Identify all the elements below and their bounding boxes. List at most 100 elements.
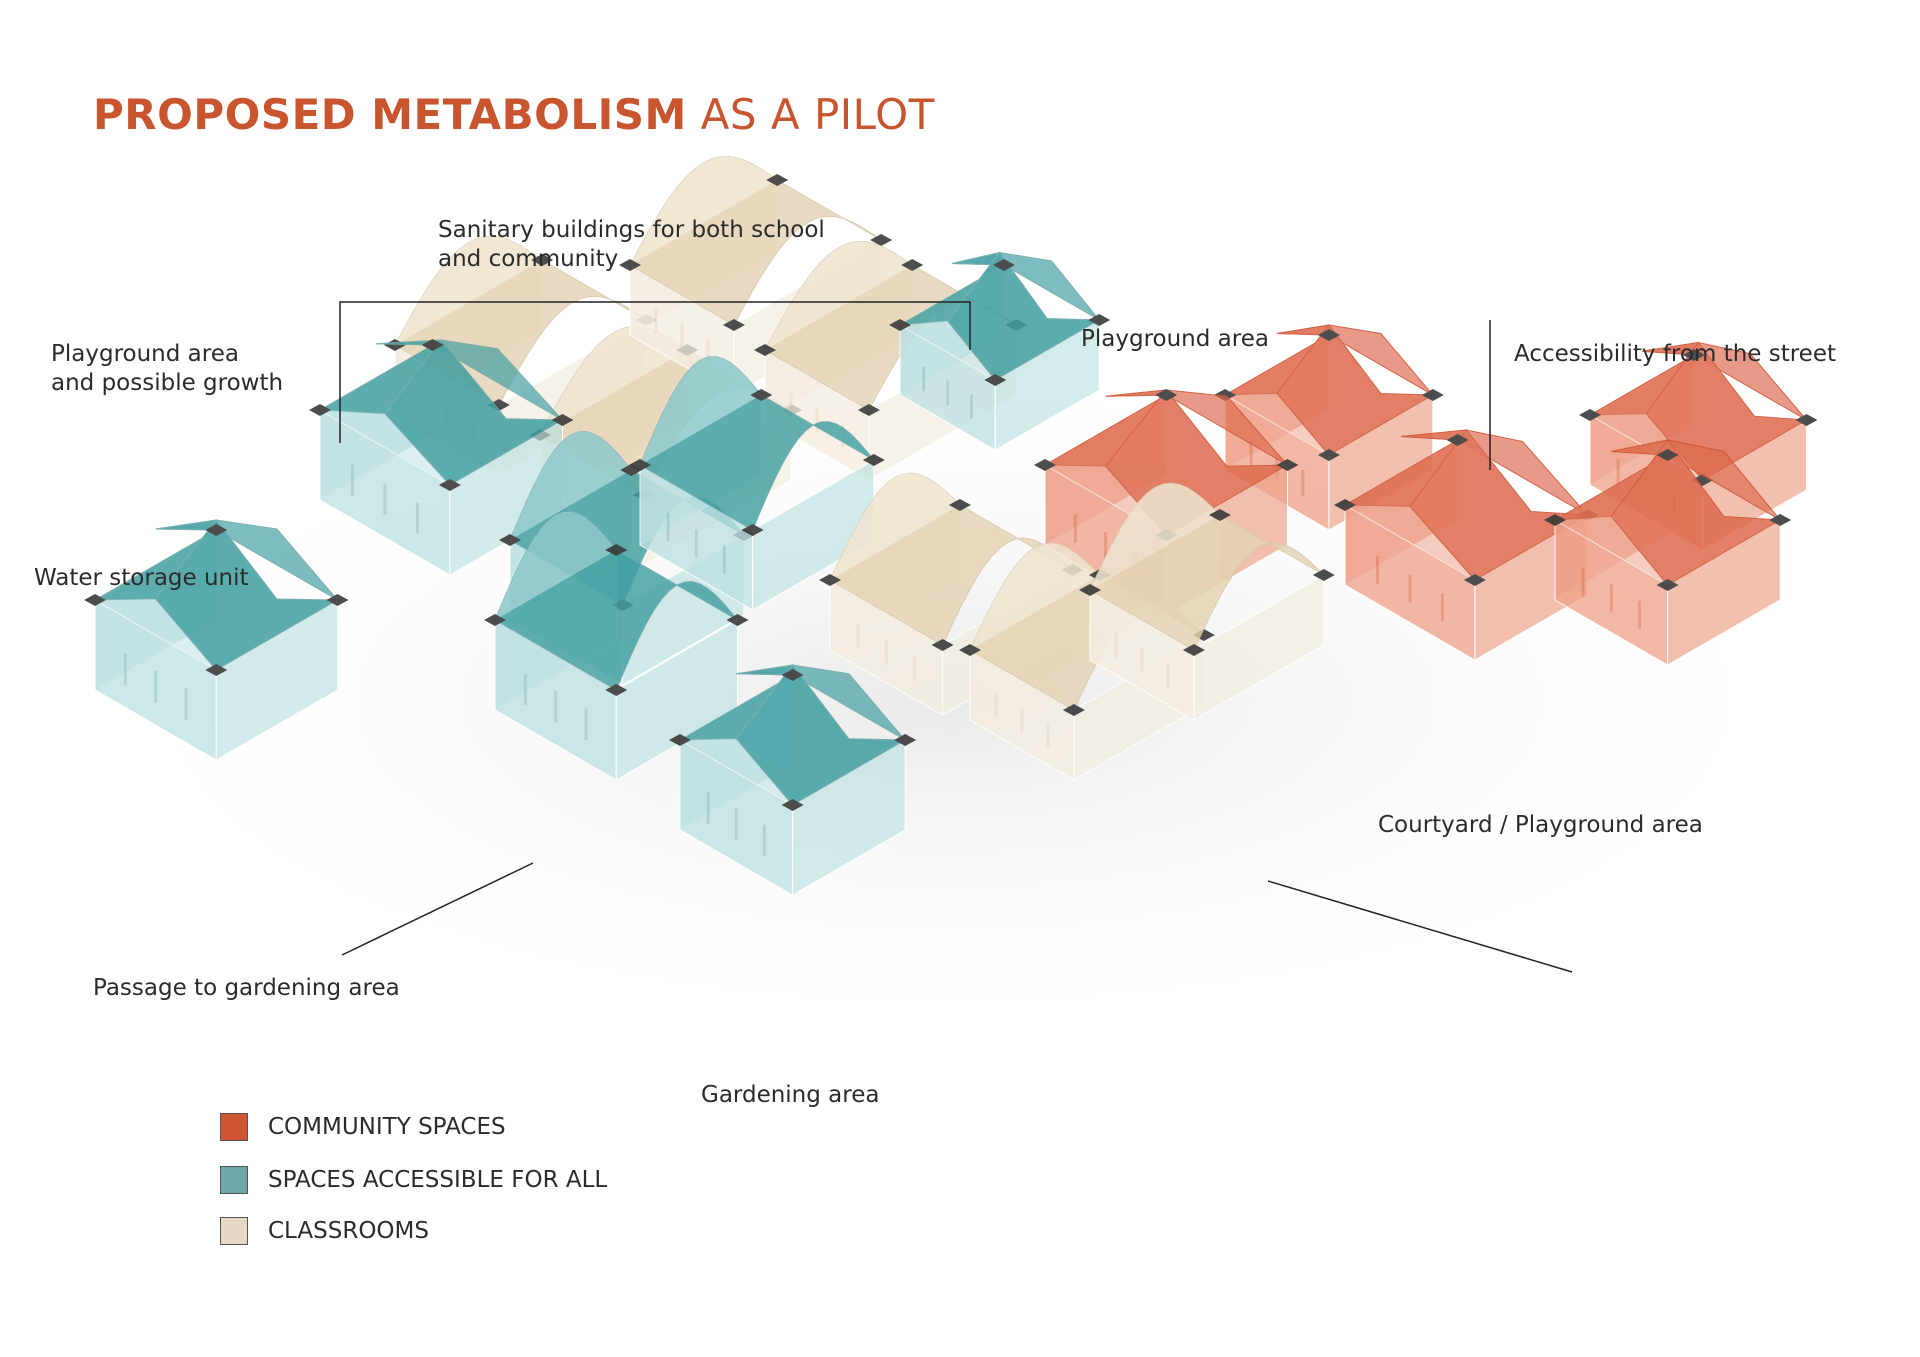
classroom-pillar-cap: [1192, 628, 1215, 642]
community-pillar-cap: [1769, 513, 1792, 527]
classroom-pillar-cap: [819, 573, 841, 587]
accessible-pillar-cap: [438, 478, 461, 492]
community-pillar-cap: [1421, 388, 1444, 402]
legend-label-accessible: SPACES ACCESSIBLE FOR ALL: [268, 1167, 608, 1193]
classroom-pillar-cap: [722, 318, 745, 332]
classroom-pillar-cap: [1062, 703, 1085, 717]
classroom-pillar-cap: [870, 233, 893, 247]
accessible-pillar-cap: [629, 458, 651, 472]
legend-item-accessible: SPACES ACCESSIBLE FOR ALL: [220, 1166, 700, 1196]
label-sanitary-buildings: Sanitary buildings for both school and c…: [438, 217, 825, 272]
community-pillar-cap: [1795, 413, 1818, 427]
passage-leader-line: [341, 862, 534, 956]
community-pillar-cap: [1579, 408, 1601, 422]
community-pillar-cap: [1334, 498, 1356, 512]
accessible-dome-right: [154, 519, 340, 671]
community-dome-left: [1043, 389, 1168, 467]
accessible-pillar-cap: [499, 533, 521, 547]
community-dome-arch-front: [1045, 465, 1167, 535]
legend-item-classrooms: CLASSROOMS: [220, 1217, 700, 1247]
title-light: AS A PILOT: [700, 90, 935, 139]
classroom-vault-end: [395, 236, 543, 345]
label-playground-area: Playground area: [1081, 326, 1269, 352]
buildings-group: [84, 155, 1818, 896]
accessible-pillar-cap: [551, 413, 574, 427]
classroom-pillar-cap: [531, 253, 554, 267]
accessible-dome-right: [735, 664, 907, 806]
accessible-dome-arch-front: [95, 599, 217, 670]
sanitary-bracket-line: [339, 301, 971, 443]
community-pillar-cap: [1276, 458, 1299, 472]
classroom-pillar-cap: [901, 258, 924, 272]
classroom-unit: [1079, 482, 1335, 721]
classroom-vault-end: [1090, 483, 1220, 590]
classroom-pillar-cap: [948, 498, 971, 512]
accessible-pillar-cap: [750, 388, 773, 402]
label-playground-growth: Playground area and possible growth: [51, 341, 284, 396]
community-pillar-cap: [1656, 448, 1679, 462]
accessible-pillar-cap: [205, 663, 228, 677]
accessible-unit: [484, 511, 749, 781]
accessible-pillar-cap: [992, 258, 1015, 272]
classroom-pillar-cap: [754, 343, 776, 357]
classroom-pillar-cap: [857, 403, 880, 417]
legend-swatch-community: [220, 1113, 248, 1141]
legend-label-community: COMMUNITY SPACES: [268, 1114, 506, 1140]
accessible-pillar-cap: [84, 593, 106, 607]
accessible-dome-right: [946, 251, 1101, 381]
accessible-unit: [889, 251, 1111, 451]
page-title: PROPOSED METABOLISM AS A PILOT: [93, 90, 935, 139]
accessible-vault-end: [510, 431, 632, 540]
community-pillar-cap: [1317, 328, 1340, 342]
accessible-pillar-cap: [421, 338, 444, 352]
community-pillar-cap: [1446, 433, 1469, 447]
classroom-vault-end: [540, 326, 688, 435]
accessible-unit: [669, 664, 917, 896]
title-bold: PROPOSED METABOLISM: [93, 90, 687, 139]
accessible-pillar-cap: [605, 683, 628, 697]
classroom-pillar-cap: [931, 638, 954, 652]
accessible-pillar-cap: [894, 733, 917, 747]
classroom-pillar-cap: [959, 643, 981, 657]
accessible-dome-right: [384, 339, 565, 486]
accessible-pillar-cap: [1088, 313, 1111, 327]
accessible-pillar-cap: [326, 593, 349, 607]
label-courtyard: Courtyard / Playground area: [1378, 812, 1703, 838]
classroom-unit: [959, 542, 1215, 781]
legend-label-classrooms: CLASSROOMS: [268, 1218, 429, 1244]
legend-swatch-classrooms: [220, 1217, 248, 1245]
accessible-pillar-cap: [309, 403, 331, 417]
community-dome-right: [1276, 324, 1435, 456]
accessible-dome-left: [679, 664, 795, 741]
accessible-dome-arch-front: [680, 738, 793, 805]
accessible-pillar-cap: [781, 668, 804, 682]
classroom-pillar-cap: [619, 258, 641, 272]
accessible-unit: [84, 519, 349, 761]
classroom-vault-end: [630, 156, 778, 265]
label-water-storage: Water storage unit: [34, 565, 249, 591]
community-dome-arch-front: [1345, 505, 1475, 580]
classroom-vault-end: [830, 473, 960, 580]
accessible-pillar-cap: [726, 613, 749, 627]
accessible-pillar-cap: [889, 318, 911, 332]
accessible-dome-arch-front: [320, 410, 450, 485]
community-pillar-cap: [1317, 448, 1340, 462]
community-dome-left: [1224, 324, 1331, 396]
accessible-dome-arch-front: [900, 321, 996, 380]
community-pillar-cap: [1463, 573, 1486, 587]
accessible-pillar-cap: [984, 373, 1007, 387]
accessible-pillar-cap: [862, 453, 885, 467]
community-pillar-cap: [1682, 348, 1705, 362]
community-pillar-cap: [1544, 513, 1566, 527]
community-pillar-cap: [1034, 458, 1056, 472]
accessible-pillar-cap: [781, 798, 804, 812]
accessible-vault-end: [640, 356, 762, 465]
classroom-vault-end: [970, 543, 1100, 650]
accessible-vault-end: [495, 511, 617, 620]
label-accessibility: Accessibility from the street: [1514, 341, 1836, 367]
accessible-pillar-cap: [741, 523, 764, 537]
classroom-vault-end: [765, 241, 913, 350]
community-dome-arch-front: [1555, 516, 1668, 585]
accessible-pillar-cap: [605, 543, 628, 557]
